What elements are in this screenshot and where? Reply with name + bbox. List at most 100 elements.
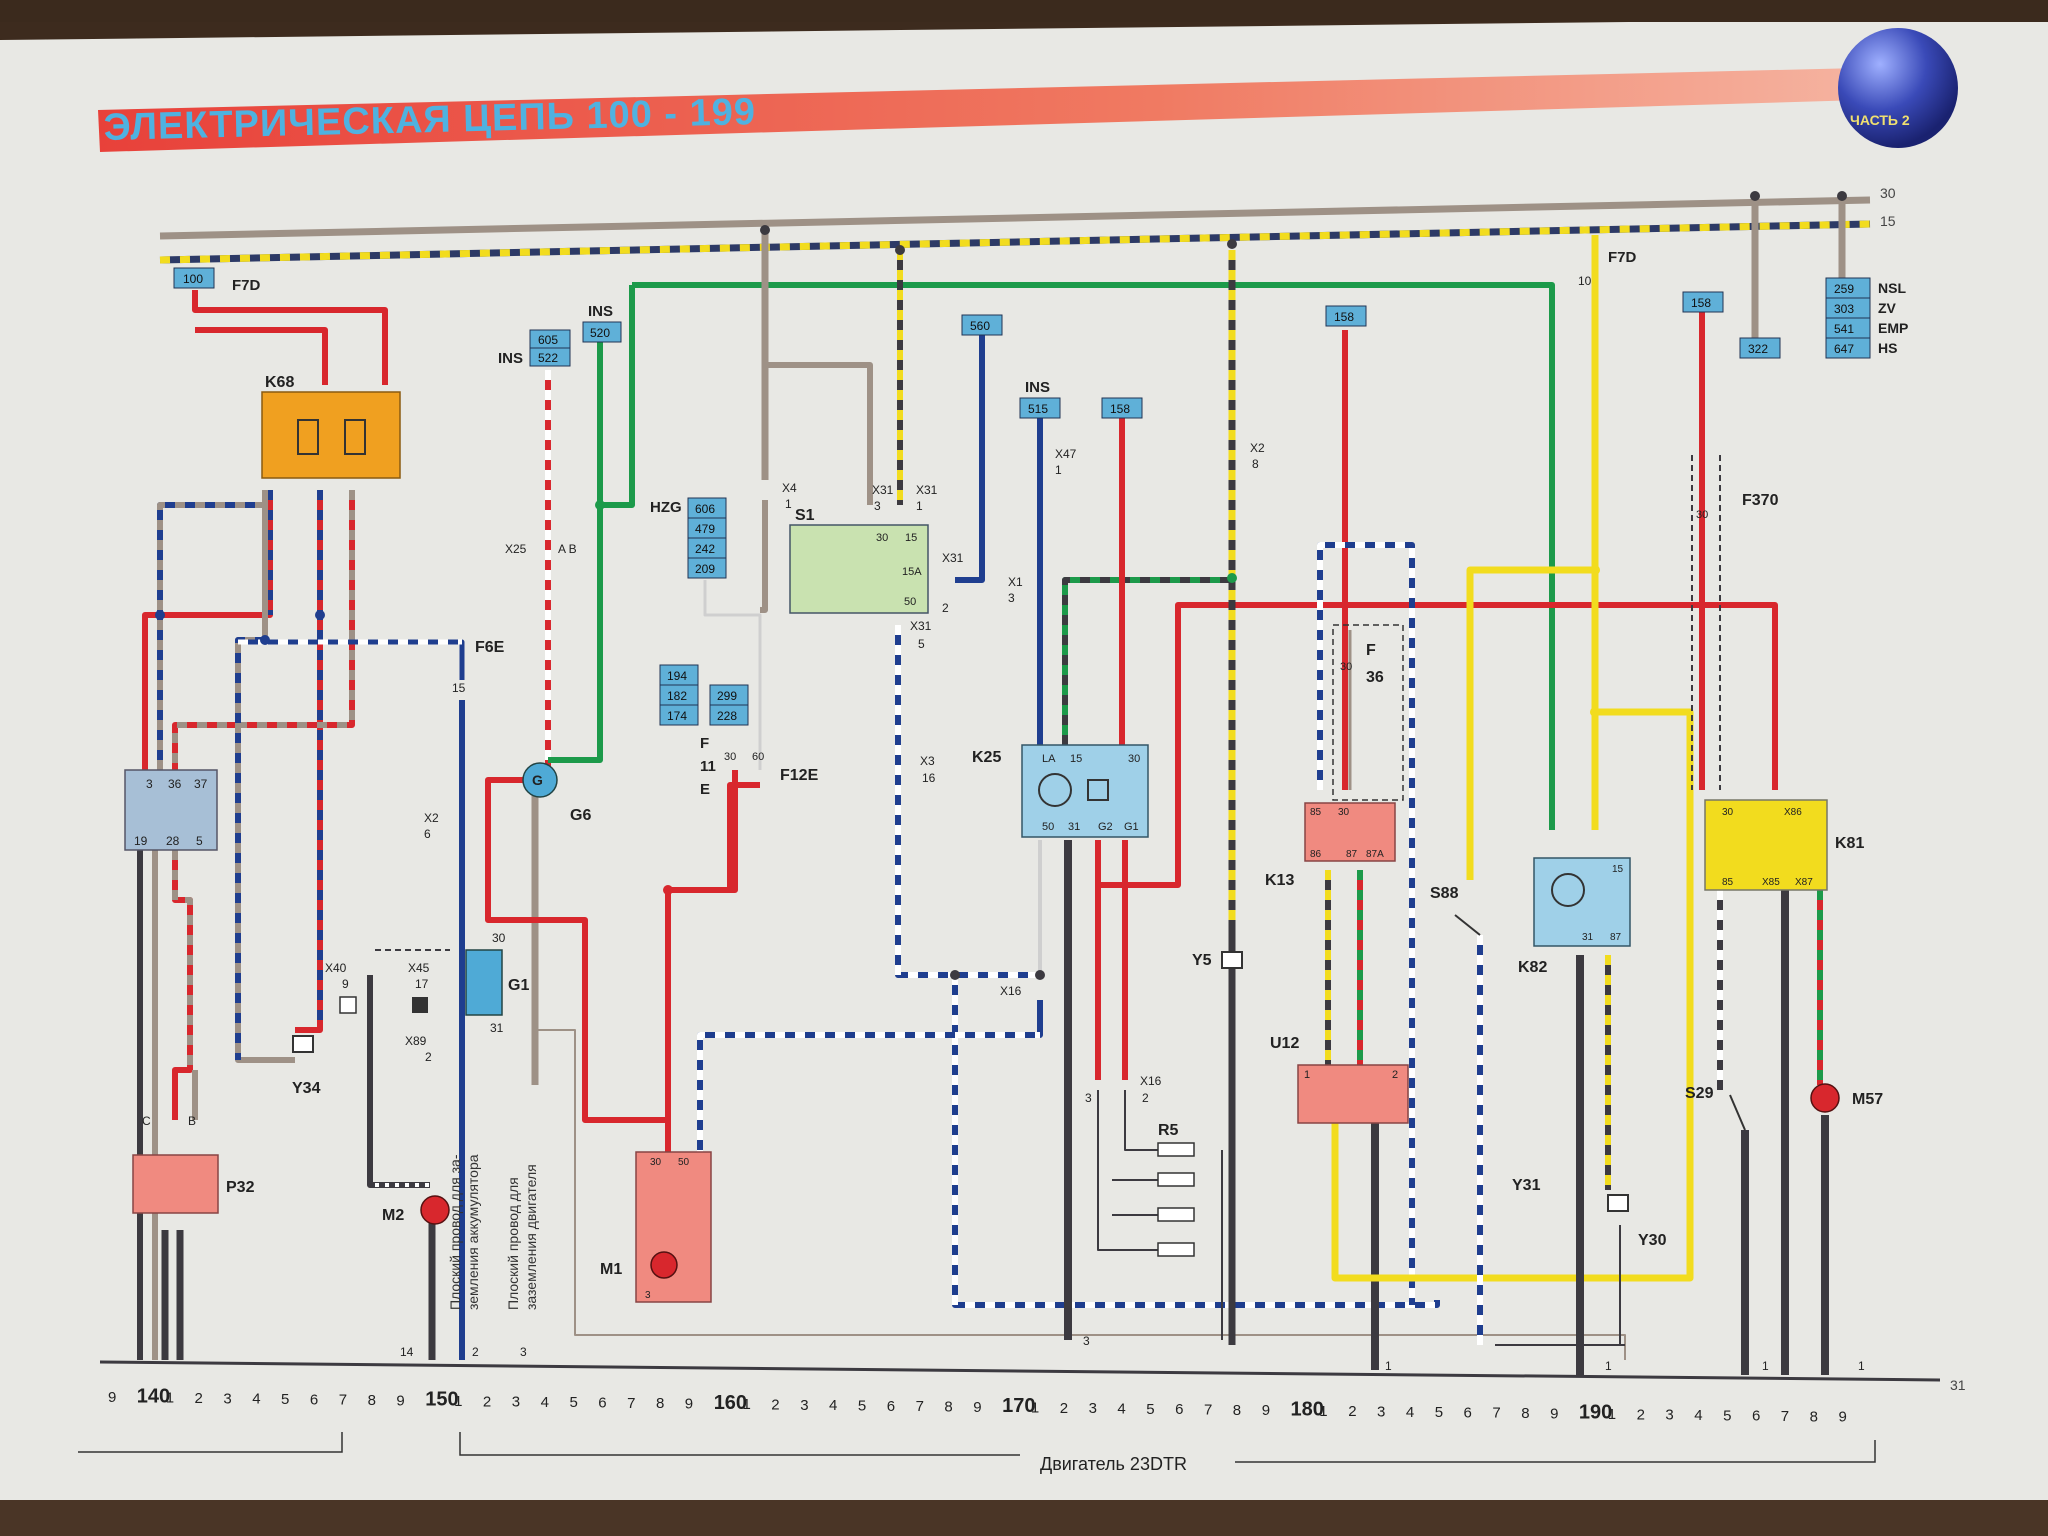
g6-symbol: G (532, 772, 543, 788)
r5-resistor (1157, 1172, 1195, 1187)
k25-coil (1087, 779, 1109, 801)
p32-label: P32 (226, 1179, 255, 1196)
f12e-label: F12E (780, 767, 819, 784)
m1-pin: 3 (645, 1290, 651, 1301)
k68-coil-a (297, 419, 319, 455)
k25-pin: G2 (1098, 821, 1113, 833)
f370-label: F370 (1742, 492, 1779, 509)
f11-pin: 30 (724, 751, 736, 763)
right-box-label: EMP (1878, 320, 1908, 336)
scale-minor-number: 3 (1665, 1407, 1673, 1424)
box-right-3 (1825, 337, 1871, 359)
x40-symbol (339, 996, 357, 1014)
title-band (98, 68, 1862, 152)
k81-pin: X85 (1762, 877, 1780, 888)
wire-k25-green-s (1062, 577, 1235, 745)
r5-resistors (1157, 1142, 1195, 1257)
junction-dot (1590, 565, 1600, 575)
r5-resistor (1157, 1242, 1195, 1257)
box-hzg-text: 479 (695, 522, 715, 536)
wires (137, 195, 1846, 1375)
junction-dot (1837, 191, 1847, 201)
scale-minor-number: 8 (944, 1399, 952, 1416)
scale-minor-number: 3 (1377, 1403, 1385, 1420)
wire-s1-down-s (895, 625, 1040, 978)
conn-x4-pin: 1 (785, 497, 792, 511)
conn-x1-pin: 3 (1008, 591, 1015, 605)
scale-minor-number: 4 (252, 1391, 260, 1408)
m57-motor (1810, 1083, 1840, 1113)
box-522-text: 522 (538, 351, 558, 365)
scale-minor-number: 7 (627, 1395, 635, 1412)
scale-minor-number: 4 (541, 1394, 549, 1411)
conn-x31b-pin: 1 (916, 499, 923, 513)
scale-minor-number: 7 (1781, 1408, 1789, 1425)
box-515 (1019, 397, 1061, 419)
scale-major-number: 180 (1291, 1398, 1324, 1420)
control-box-pins: 3 36 37 19 28 5 (134, 777, 208, 848)
right-box-label: HS (1878, 340, 1897, 356)
f11-label: 11 (700, 758, 716, 775)
right-box-labels: NSL ZV EMP HS (1878, 280, 1908, 356)
g6-glow-plug (522, 762, 558, 798)
k81-relay (1704, 799, 1828, 891)
box-pin: 36 (168, 777, 182, 791)
k81-pin: X86 (1784, 807, 1802, 818)
s1-pin: 30 (876, 532, 888, 544)
r5-resistor (1157, 1142, 1195, 1157)
scale-minor-number: 1 (743, 1396, 751, 1413)
m2-motor (420, 1195, 450, 1225)
s1-pin: 15A (902, 566, 922, 578)
ins-label-1: INS (498, 350, 523, 367)
rail-31-label: 31 (1950, 1377, 1966, 1393)
box-pin: 5 (196, 834, 203, 848)
scale-minor-number: 3 (800, 1397, 808, 1414)
box-f11-text: 182 (667, 689, 687, 703)
conn-x89: X89 (405, 1034, 427, 1048)
f36-pin: 30 (1340, 661, 1352, 673)
scale-minor-number: 9 (1262, 1402, 1270, 1419)
junction-dot (1227, 239, 1237, 249)
ground-pin-labels: 14 3 2 3 1 1 1 1 (400, 1334, 1865, 1373)
p32-sensor (132, 1154, 219, 1214)
box-158-k13-text: 158 (1334, 310, 1354, 324)
junction-dot (1750, 191, 1760, 201)
scale-minor-number: 4 (1406, 1404, 1414, 1421)
scale-minor-number: 6 (1175, 1401, 1183, 1418)
scale-major-number: 150 (425, 1389, 458, 1411)
conn-x31d-pin: 5 (918, 637, 925, 651)
junction-dot (1035, 970, 1045, 980)
junction-dot (260, 635, 270, 645)
k13-pin: 87A (1366, 849, 1384, 860)
scale-minor-number: 1 (454, 1393, 462, 1410)
control-box-k68 (124, 769, 218, 851)
scale-minor-number: 3 (1089, 1400, 1097, 1417)
e-label: E (700, 781, 710, 798)
ground-pin: 1 (1762, 1359, 1769, 1373)
misc-labels: F7D F7D INS INS INS HZG (232, 249, 1637, 516)
box-515-text: 515 (1028, 402, 1048, 416)
box-100 (173, 267, 215, 289)
conn-x31a-pin: 3 (874, 499, 881, 513)
scale-minor-number: 8 (1233, 1402, 1241, 1419)
k82-pin: 15 (1612, 864, 1624, 875)
conn-f7d-pin: 10 (1578, 274, 1592, 288)
scale-minor-number: 3 (512, 1394, 520, 1411)
box-pin: 37 (194, 777, 208, 791)
box-520 (582, 321, 622, 343)
s88-switch (1454, 914, 1481, 936)
scale-minor-number: 8 (1810, 1408, 1818, 1425)
box-560 (961, 314, 1003, 336)
conn-x2a-pin: 8 (1252, 457, 1259, 471)
g1-label: G1 (508, 977, 529, 994)
scale-minor-number: 8 (1521, 1405, 1529, 1422)
scale-minor-number: 1 (1319, 1403, 1327, 1420)
m1-pin: 30 (650, 1157, 662, 1168)
conn-x2b: X2 (424, 811, 439, 825)
m1-label: M1 (600, 1261, 622, 1278)
box-322-text: 322 (1748, 342, 1768, 356)
conn-x2a: X2 (1250, 441, 1265, 455)
box-hzg-text: 242 (695, 542, 715, 556)
ground-pin: 14 (400, 1345, 414, 1359)
wire-red-f60 (727, 782, 760, 890)
